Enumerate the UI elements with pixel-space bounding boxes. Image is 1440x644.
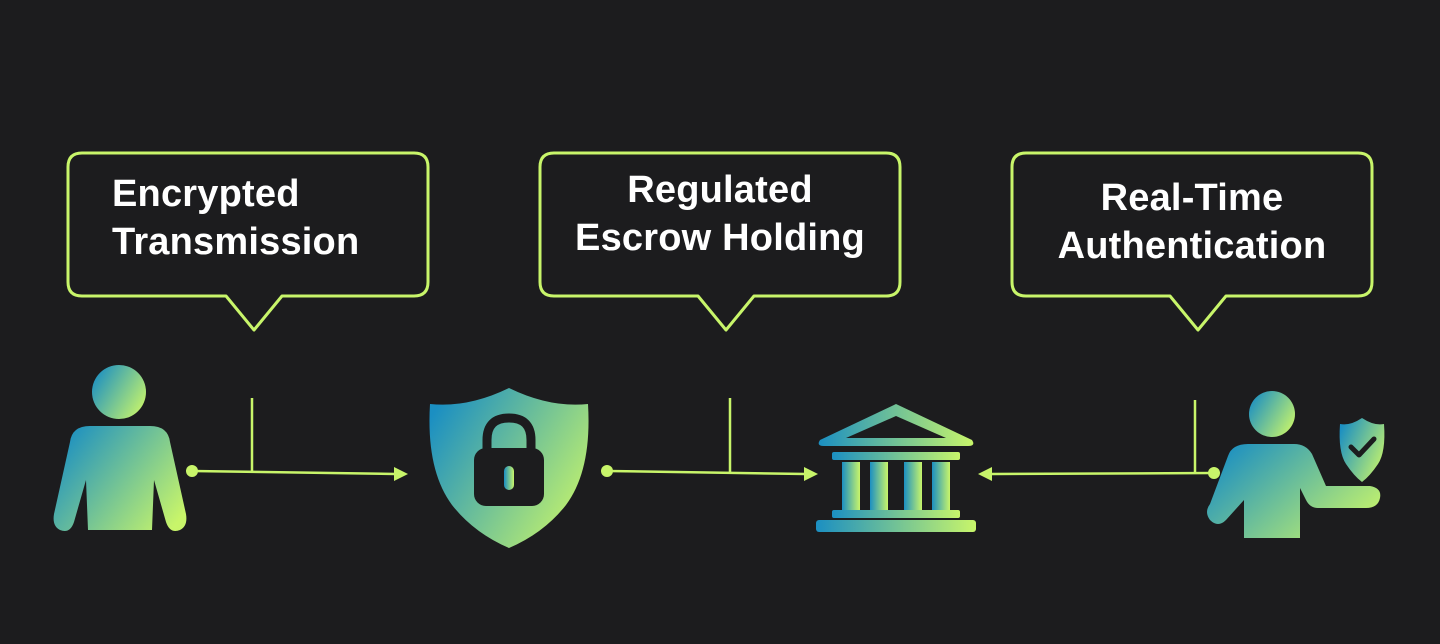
callout-label-real-time-authentication: Real-Time Authentication — [1012, 174, 1372, 270]
callout-bubble-3 — [1010, 151, 1374, 332]
callout-bubble-1 — [66, 151, 430, 332]
callout-label-line: Authentication — [1057, 225, 1327, 267]
callout-label-line: Escrow Holding — [575, 217, 865, 259]
shield-lock-icon — [429, 388, 589, 548]
connector-1 — [186, 398, 408, 481]
callout-label-line: Regulated — [627, 169, 813, 211]
connector-2 — [601, 398, 818, 481]
callout-label-encrypted-transmission: Encrypted Transmission — [112, 170, 359, 266]
person-verified-icon — [1207, 391, 1385, 538]
callout-label-line: Transmission — [112, 221, 360, 263]
callout-label-line: Real-Time — [1100, 177, 1284, 219]
connector-3 — [978, 400, 1220, 481]
callout-label-line: Encrypted — [112, 173, 300, 215]
bank-icon — [816, 404, 976, 532]
person-icon — [53, 365, 187, 531]
callout-bubble-2 — [538, 151, 902, 332]
callout-label-regulated-escrow: Regulated Escrow Holding — [540, 166, 900, 262]
